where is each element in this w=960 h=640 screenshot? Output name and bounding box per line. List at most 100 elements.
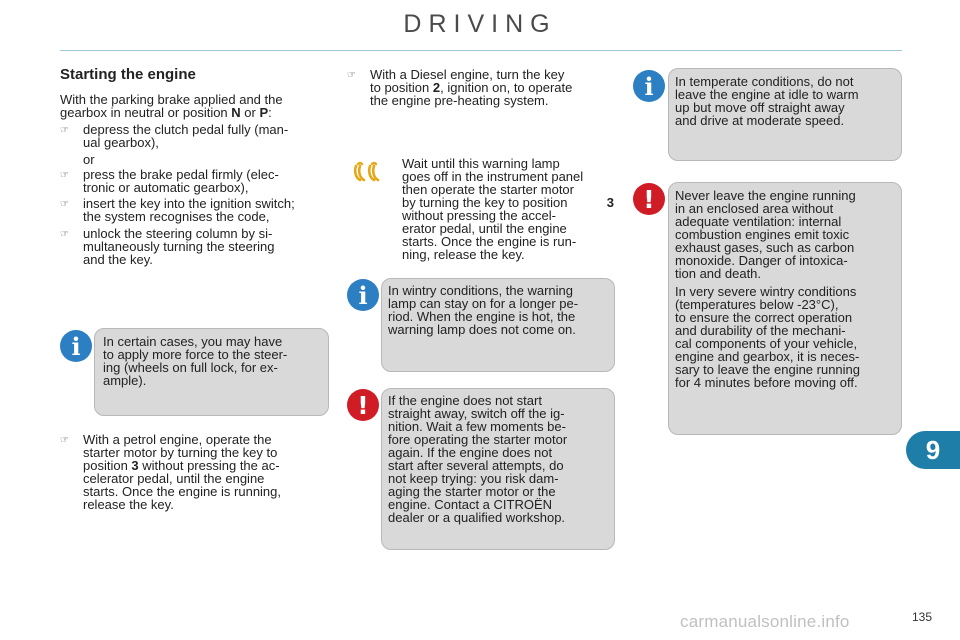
warning-line: adequate ventilation: internal (675, 214, 842, 229)
warning-line: in an enclosed area without (675, 201, 834, 216)
info-line: riod. When the engine is hot, the (388, 309, 576, 324)
preheat-line: without pressing the accel- (402, 208, 556, 223)
warning-line: combustion engines emit toxic (675, 227, 850, 242)
warning-line: If the engine does not start (388, 393, 542, 408)
list-item-text: celerator pedal, until the engine (83, 471, 265, 486)
pointing-hand-icon: ☞ (60, 435, 69, 446)
warning-line: engine and gearbox, it is neces- (675, 349, 860, 364)
warning-box-start (381, 388, 615, 550)
warning-line: straight away, switch off the ig- (388, 406, 565, 421)
list-item-text: ual gearbox), (83, 135, 159, 150)
info-line: leave the engine at idle to warm (675, 87, 859, 102)
intro-text: gearbox in neutral or position (60, 105, 232, 120)
info-text-steering: In certain cases, you may have to apply … (103, 335, 321, 387)
info-line: and drive at moderate speed. (675, 113, 845, 128)
warning-line: exhaust gases, such as carbon (675, 240, 855, 255)
list-item-text: starter motor by turning the key to (83, 445, 278, 460)
warning-text-enclosed: Never leave the engine running in an enc… (675, 189, 895, 389)
watermark: carmanualsonline.info (680, 612, 850, 631)
preheat-line: erator pedal, until the engine (402, 221, 567, 236)
info-line: ing (wheels on full lock, for ex- (103, 360, 278, 375)
key-position: 3 (131, 458, 139, 473)
list-item-text: the system recognises the code, (83, 209, 270, 224)
list-item: ☞ unlock the steering column by si- mult… (60, 227, 328, 269)
list-item-text: With a petrol engine, operate the (83, 432, 272, 447)
warning-line: start after several attempts, do (388, 458, 564, 473)
info-text-temperate: In temperate conditions, do not leave th… (675, 75, 895, 127)
info-icon: i (347, 279, 379, 311)
list-item-text: starts. Once the engine is running, (83, 484, 282, 499)
pointing-hand-icon: ☞ (60, 229, 69, 240)
pointing-hand-icon: ☞ (60, 170, 69, 181)
intro-line: With the parking brake applied and the (60, 92, 283, 107)
info-box-temperate (668, 68, 902, 161)
key-position: 3 (606, 195, 614, 210)
exclamation-icon: ! (633, 183, 665, 215)
preheat-line: starts. Once the engine is run- (402, 234, 577, 249)
warning-line: In very severe wintry conditions (675, 284, 857, 299)
info-icon: i (60, 330, 92, 362)
warning-line: aging the starter motor or the (388, 484, 556, 499)
text-span: to position (370, 80, 433, 95)
list-item-text: multaneously turning the steering (83, 239, 275, 254)
header-divider (60, 50, 902, 51)
pointing-hand-icon: ☞ (347, 70, 356, 81)
warning-line: cal components of your vehicle, (675, 336, 858, 351)
list-item-text: unlock the steering column by si- (83, 226, 273, 241)
list-item-diesel: ☞ With a Diesel engine, turn the key to … (347, 68, 615, 110)
gear-neutral: N (231, 105, 241, 120)
info-line: In wintry conditions, the warning (388, 283, 573, 298)
warning-line: monoxide. Danger of intoxica- (675, 253, 848, 268)
list-item: ☞ depress the clutch pedal fully (man- u… (60, 123, 328, 153)
text-span: position (83, 458, 132, 473)
info-line: to apply more force to the steer- (103, 347, 288, 362)
info-line: In certain cases, you may have (103, 334, 283, 349)
list-item-text: to position 2, ignition on, to operate (370, 81, 615, 94)
warning-line: engine. Contact a CITROËN (388, 497, 553, 512)
or-text: or (83, 152, 95, 167)
intro-text: or (240, 105, 260, 120)
chapter-tab[interactable]: 9 (906, 431, 960, 469)
list-item-text: the engine pre-heating system. (370, 93, 549, 108)
info-line: lamp can stay on for a longer pe- (388, 296, 579, 311)
list-item-text: With a Diesel engine, turn the key (370, 67, 565, 82)
pointing-hand-icon: ☞ (60, 199, 69, 210)
preheat-line: Wait until this warning lamp (402, 156, 560, 171)
info-box-steering (94, 328, 329, 416)
glow-plug-preheat-icon (350, 158, 390, 188)
exclamation-icon: ! (347, 389, 379, 421)
info-box-wintry (381, 278, 615, 372)
list-item-text: and the key. (83, 252, 153, 267)
intro-line: gearbox in neutral or position N or P: (60, 106, 328, 119)
preheat-paragraph: Wait until this warning lamp goes off in… (402, 157, 614, 261)
list-item-text: depress the clutch pedal fully (man- (83, 122, 289, 137)
gear-park: P (259, 105, 269, 120)
text-span: without pressing the ac- (138, 458, 280, 473)
info-line: up but move off straight away (675, 100, 845, 115)
pointing-hand-icon: ☞ (60, 125, 69, 136)
preheat-line: by turning the key to position 3 (402, 196, 614, 209)
preheat-line: ning, release the key. (402, 247, 525, 262)
info-line: ample). (103, 373, 147, 388)
warning-line: tion and death. (675, 266, 762, 281)
list-item: ☞ press the brake pedal firmly (elec- tr… (60, 168, 328, 198)
list-item: ☞ insert the key into the ignition switc… (60, 197, 328, 227)
list-item-text: insert the key into the ignition switch; (83, 196, 295, 211)
info-icon: i (633, 70, 665, 102)
warning-line: nition. Wait a few moments be- (388, 419, 566, 434)
page-number: 135 (912, 610, 933, 624)
list-item-petrol: ☞ With a petrol engine, operate the star… (60, 433, 328, 513)
page-title: DRIVING (403, 10, 557, 38)
warning-line: Never leave the engine running (675, 188, 856, 203)
warning-line: not keep trying: you risk dam- (388, 471, 559, 486)
info-line: In temperate conditions, do not (675, 74, 854, 89)
list-item-text: tronic or automatic gearbox), (83, 180, 249, 195)
warning-line: and durability of the mechani- (675, 323, 846, 338)
warning-line: to ensure the correct operation (675, 310, 853, 325)
info-text-wintry: In wintry conditions, the warning lamp c… (388, 284, 608, 336)
preheat-line: then operate the starter motor (402, 182, 574, 197)
preheat-line: goes off in the instrument panel (402, 169, 584, 184)
intro-paragraph: With the parking brake applied and the g… (60, 93, 328, 119)
warning-text-start: If the engine does not start straight aw… (388, 394, 608, 524)
key-position: 2 (432, 80, 441, 95)
